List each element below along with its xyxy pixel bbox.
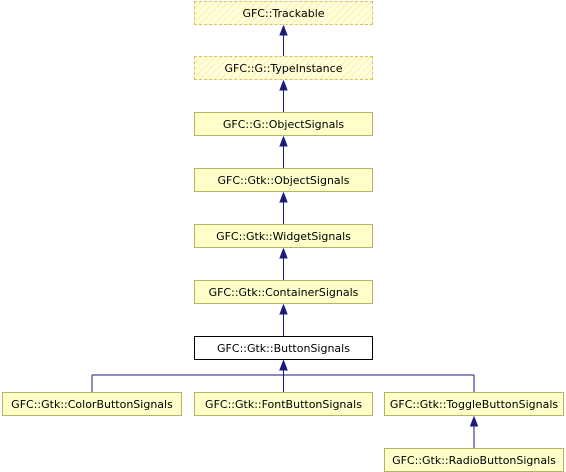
node-color-button-signals[interactable]: GFC::Gtk::ColorButtonSignals	[2, 392, 182, 416]
node-radio-button-signals[interactable]: GFC::Gtk::RadioButtonSignals	[384, 448, 564, 472]
edge-arrowhead	[279, 79, 288, 91]
node-type-instance[interactable]: GFC::G::TypeInstance	[194, 56, 373, 80]
edge-arrowhead	[279, 191, 288, 203]
edge-arrowhead	[279, 135, 288, 147]
node-widget-signals[interactable]: GFC::Gtk::WidgetSignals	[194, 224, 373, 248]
edge-arrowhead	[469, 415, 479, 427]
node-font-button-signals[interactable]: GFC::Gtk::FontButtonSignals	[194, 392, 373, 416]
edge-arrowhead	[279, 359, 288, 371]
edge-arrowhead	[279, 247, 288, 259]
edge-arrowhead	[279, 303, 288, 315]
edge-arrowhead	[279, 24, 288, 36]
node-gtk-object-signals[interactable]: GFC::Gtk::ObjectSignals	[194, 168, 373, 192]
node-trackable[interactable]: GFC::Trackable	[194, 1, 373, 25]
node-toggle-button-signals[interactable]: GFC::Gtk::ToggleButtonSignals	[384, 392, 564, 416]
node-container-signals[interactable]: GFC::Gtk::ContainerSignals	[194, 280, 373, 304]
node-button-signals: GFC::Gtk::ButtonSignals	[194, 336, 373, 360]
node-g-object-signals[interactable]: GFC::G::ObjectSignals	[194, 112, 373, 136]
